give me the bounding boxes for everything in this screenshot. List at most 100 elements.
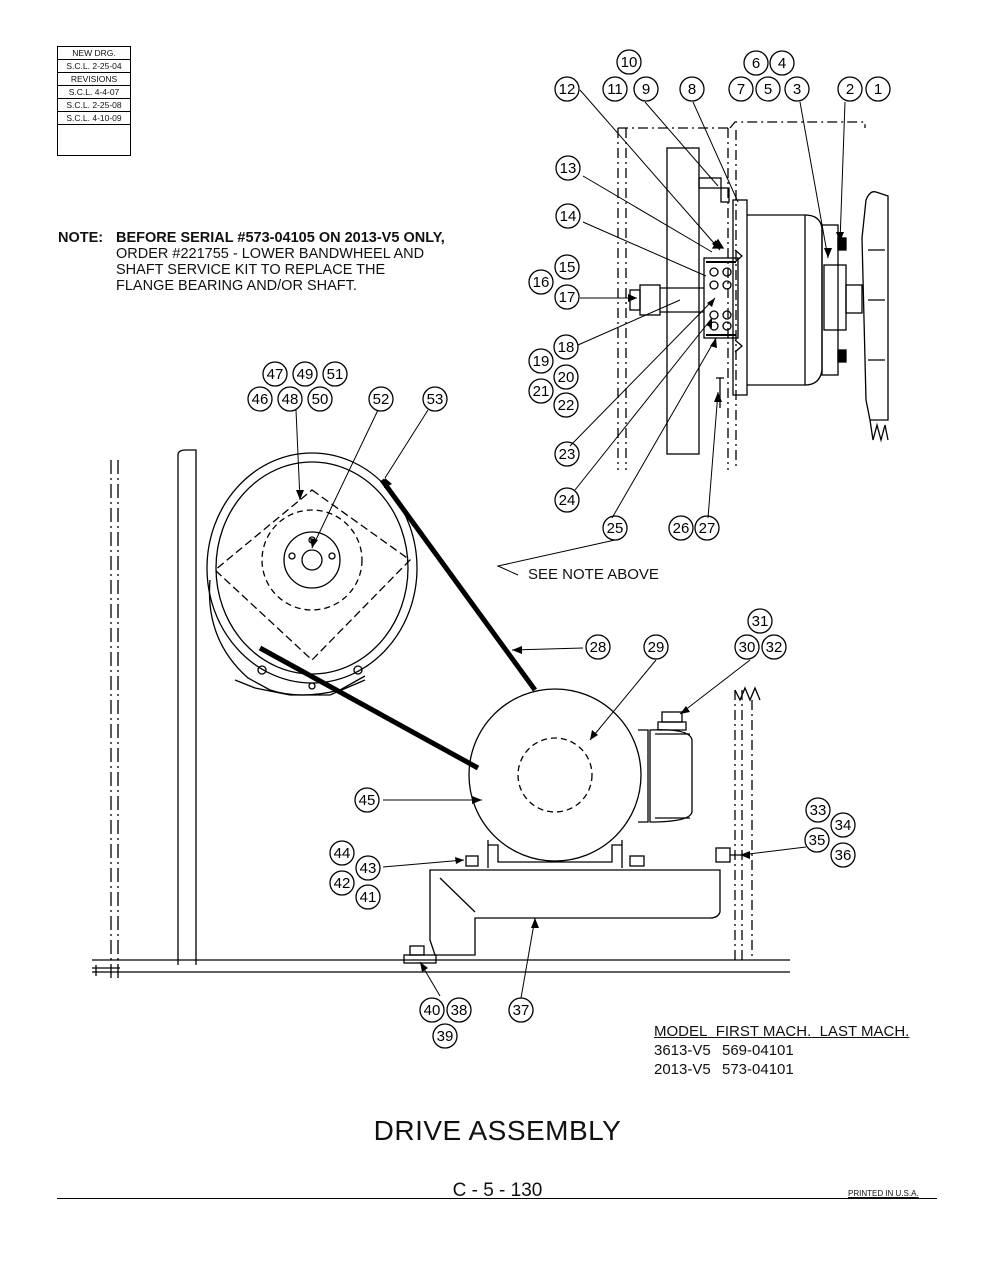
motor <box>465 688 693 868</box>
header-first-mach: FIRST MACH. <box>715 1023 812 1040</box>
svg-text:6: 6 <box>752 55 760 72</box>
svg-text:5: 5 <box>764 81 772 98</box>
svg-text:3: 3 <box>793 81 801 98</box>
callout-44: 44 <box>329 840 355 866</box>
svg-text:28: 28 <box>590 639 607 656</box>
callout-43: 43 <box>355 855 381 881</box>
callout-42: 42 <box>329 870 355 896</box>
callout-37: 37 <box>508 997 534 1023</box>
callout-12: 12 <box>554 76 580 102</box>
callout-1: 1 <box>865 76 891 102</box>
note-label: NOTE: <box>58 230 104 246</box>
callout-17: 17 <box>554 284 580 310</box>
callout-48: 48 <box>277 386 303 412</box>
svg-text:27: 27 <box>699 520 716 537</box>
callout-23: 23 <box>554 441 580 467</box>
svg-text:46: 46 <box>252 391 269 408</box>
svg-text:8: 8 <box>688 81 696 98</box>
svg-text:32: 32 <box>766 639 783 656</box>
revisions-header: REVISIONS <box>58 73 130 86</box>
svg-text:45: 45 <box>359 792 376 809</box>
note-line-4: FLANGE BEARING AND/OR SHAFT. <box>116 278 357 294</box>
callout-11: 11 <box>602 76 628 102</box>
callout-6: 6 <box>743 50 769 76</box>
callout-34: 34 <box>830 812 856 838</box>
callout-40: 40 <box>419 997 445 1023</box>
callout-28: 28 <box>585 634 611 660</box>
first-mach-cell: 573-04101 <box>722 1061 794 1078</box>
model-table: MODEL FIRST MACH. LAST MACH. 3613-V5 569-… <box>654 1022 909 1079</box>
callout-21: 21 <box>528 378 554 404</box>
upper-shaft-detail <box>617 121 889 470</box>
leader-lines <box>295 89 846 999</box>
callout-41: 41 <box>355 884 381 910</box>
note-line-3: SHAFT SERVICE KIT TO REPLACE THE <box>116 262 386 278</box>
callout-13: 13 <box>555 155 581 181</box>
callout-38: 38 <box>446 997 472 1023</box>
svg-text:31: 31 <box>752 613 769 630</box>
lower-bandwheel <box>206 452 418 696</box>
svg-text:44: 44 <box>334 845 351 862</box>
callout-32: 32 <box>761 634 787 660</box>
note-line-1: BEFORE SERIAL #573-04105 ON 2013-V5 ONLY… <box>116 230 445 246</box>
svg-text:20: 20 <box>558 369 575 386</box>
svg-text:47: 47 <box>267 366 284 383</box>
drive-belt <box>379 478 538 692</box>
first-mach-cell: 569-04101 <box>722 1042 794 1059</box>
callout-5: 5 <box>755 76 781 102</box>
svg-text:14: 14 <box>560 208 577 225</box>
callout-3: 3 <box>784 76 810 102</box>
callout-33: 33 <box>805 797 831 823</box>
svg-text:12: 12 <box>559 81 576 98</box>
svg-text:40: 40 <box>424 1002 441 1019</box>
svg-text:51: 51 <box>327 366 344 383</box>
svg-text:36: 36 <box>835 847 852 864</box>
model-cell: 3613-V5 <box>654 1042 711 1059</box>
svg-text:25: 25 <box>607 520 624 537</box>
svg-text:48: 48 <box>282 391 299 408</box>
svg-text:50: 50 <box>312 391 329 408</box>
svg-text:19: 19 <box>533 353 550 370</box>
svg-text:52: 52 <box>373 391 390 408</box>
svg-text:34: 34 <box>835 817 852 834</box>
callout-31: 31 <box>747 608 773 634</box>
callout-46: 46 <box>247 386 273 412</box>
model-table-header: MODEL FIRST MACH. LAST MACH. <box>654 1022 909 1041</box>
drive-belt-lower <box>258 645 480 771</box>
model-row: 3613-V5 569-04101 <box>654 1041 909 1060</box>
callout-25: 25 <box>602 515 628 541</box>
svg-text:18: 18 <box>558 339 575 356</box>
revision-entry: S.C.L. 2-25-08 <box>58 99 130 112</box>
footer-rule <box>57 1198 937 1199</box>
header-model: MODEL <box>654 1023 708 1040</box>
revision-block: NEW DRG. S.C.L. 2-25-04 REVISIONS S.C.L.… <box>57 46 131 156</box>
revision-entry: S.C.L. 4-10-09 <box>58 112 130 125</box>
callout-7: 7 <box>728 76 754 102</box>
printed-in-label: PRINTED IN U.S.A. <box>848 1189 919 1198</box>
svg-text:13: 13 <box>560 160 577 177</box>
callout-35: 35 <box>804 827 830 853</box>
callout-45: 45 <box>354 787 380 813</box>
svg-text:22: 22 <box>558 397 575 414</box>
header-last-mach: LAST MACH. <box>819 1023 910 1040</box>
svg-text:1: 1 <box>874 81 882 98</box>
callout-8: 8 <box>679 76 705 102</box>
callout-16: 16 <box>528 269 554 295</box>
svg-text:37: 37 <box>513 1002 530 1019</box>
svg-text:41: 41 <box>360 889 377 906</box>
callout-20: 20 <box>553 364 579 390</box>
arrowheads <box>296 232 844 972</box>
callout-53: 53 <box>422 386 448 412</box>
svg-text:21: 21 <box>533 383 550 400</box>
callout-26: 26 <box>668 515 694 541</box>
svg-text:42: 42 <box>334 875 351 892</box>
callout-15: 15 <box>554 254 580 280</box>
svg-text:4: 4 <box>778 55 786 72</box>
svg-text:9: 9 <box>642 81 650 98</box>
callout-39: 39 <box>432 1023 458 1049</box>
svg-text:35: 35 <box>809 832 826 849</box>
drawing-title: DRIVE ASSEMBLY <box>373 1115 622 1146</box>
